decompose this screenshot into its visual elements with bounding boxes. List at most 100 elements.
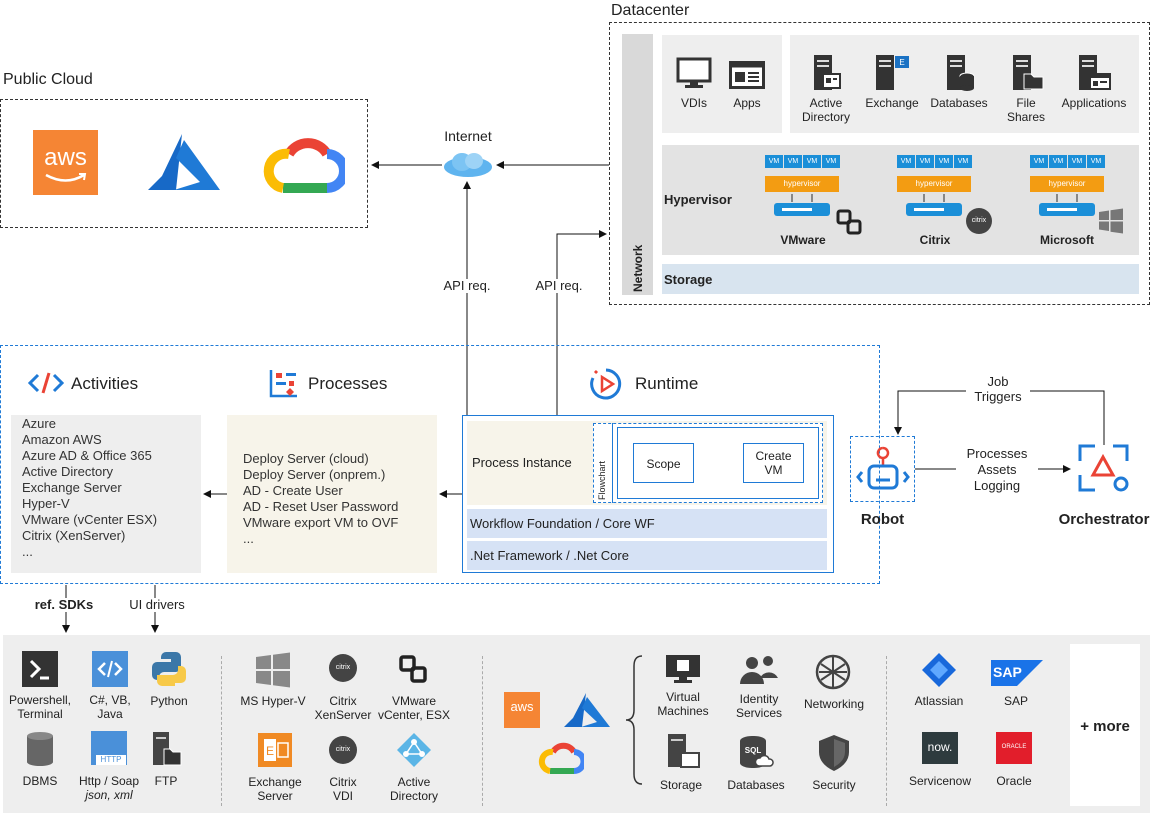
windows-logo-icon	[256, 652, 290, 688]
exchange-server-label: Exchange Server	[248, 775, 302, 803]
vm-chip: VM	[1068, 155, 1086, 168]
list-item: Citrix (XenServer)	[22, 528, 126, 543]
hypervisor-chip: hypervisor	[765, 176, 839, 192]
list-item: Amazon AWS	[22, 432, 102, 447]
servicenow-badge: now.	[927, 740, 953, 754]
vmware-logo-icon	[836, 209, 862, 235]
virtual-machine-icon	[666, 655, 700, 683]
datacenter-title: Datacenter	[611, 2, 690, 19]
vm-chip: VM	[765, 155, 783, 168]
code-brackets-icon	[28, 372, 64, 394]
windows-logo-icon	[1099, 208, 1123, 234]
more-panel	[1070, 644, 1140, 806]
play-circle-icon	[590, 368, 622, 400]
aws-smile-icon	[45, 173, 87, 182]
list-item: Active Directory	[22, 464, 114, 479]
atlassian-label: Atlassian	[914, 694, 964, 708]
aws-logo-icon	[504, 692, 540, 728]
list-item: ...	[243, 531, 254, 546]
ui-drivers-label: UI drivers	[122, 598, 192, 612]
monitor-icon	[676, 57, 712, 88]
http-label: Http / Soap	[78, 774, 140, 788]
process-flow-icon	[269, 370, 297, 398]
processes-panel	[227, 415, 437, 573]
vm-chip: VM	[935, 155, 953, 168]
robot-label: Robot	[860, 511, 905, 528]
vm-chip: VM	[803, 155, 821, 168]
app-window-icon	[729, 61, 765, 89]
microsoft-label: Microsoft	[1040, 233, 1094, 247]
azure-logo-icon	[564, 693, 610, 727]
servicenow-label: Servicenow	[908, 774, 972, 788]
list-item: AD - Reset User Password	[243, 499, 399, 514]
active-directory-label: Active Directory	[801, 96, 850, 124]
datacenter-box	[609, 22, 1150, 305]
powershell-icon	[22, 651, 58, 687]
file-share-server-icon	[1013, 55, 1044, 90]
http-badge: HTTP	[96, 755, 126, 765]
cloud-outline-icon	[754, 754, 774, 767]
hypervisor-chip: hypervisor	[1030, 176, 1104, 192]
exchange-label: Exchange	[865, 96, 919, 110]
databases-tech-label: Databases	[727, 778, 785, 792]
api-req-label-1: API req.	[435, 279, 499, 293]
separator	[482, 656, 483, 806]
azure-logo-icon	[148, 134, 220, 190]
vm-chip: VM	[916, 155, 934, 168]
activities-panel	[11, 415, 201, 573]
sap-badge: SAP	[993, 664, 1022, 680]
sql-badge: SQL	[744, 746, 762, 755]
vm-chip: VM	[897, 155, 915, 168]
apps-label: Apps	[733, 96, 761, 110]
net-framework-band	[467, 541, 827, 570]
vm-chip: VM	[954, 155, 972, 168]
public-cloud-title: Public Cloud	[3, 71, 93, 88]
oracle-logo-icon	[996, 732, 1032, 764]
virtual-machines-label: Virtual Machines	[657, 690, 709, 718]
public-cloud-box	[0, 99, 368, 228]
active-directory-tech-label: Active Directory	[389, 775, 438, 803]
flowchart-label: Flowchart	[597, 460, 607, 500]
storage-band	[662, 264, 1139, 294]
citrix-xenserver-label: Citrix XenServer	[314, 694, 372, 722]
networking-icon	[815, 654, 851, 690]
list-item: Exchange Server	[22, 480, 122, 495]
list-item: Azure AD & Office 365	[22, 448, 152, 463]
databases-label: Databases	[930, 96, 988, 110]
google-cloud-logo-icon	[263, 138, 345, 193]
exchange-server-icon: E	[876, 55, 909, 90]
identity-services-icon	[740, 656, 778, 684]
brace-icon	[625, 655, 643, 785]
sap-logo-icon	[991, 660, 1043, 686]
oracle-badge: ORACLE	[1001, 744, 1027, 750]
citrix-logo-icon: citrix	[329, 736, 357, 764]
aws-logo-text: aws	[44, 144, 87, 171]
net-framework-label: .Net Framework / .Net Core	[470, 548, 629, 563]
svg-text:E: E	[899, 58, 904, 67]
python-icon	[152, 652, 186, 686]
orchestrator-icon	[1078, 444, 1129, 492]
activities-title: Activities	[71, 374, 139, 393]
identity-services-label: Identity Services	[735, 692, 782, 720]
python-label: Python	[150, 694, 188, 708]
file-shares-label: File Shares	[1006, 96, 1046, 124]
list-item: Deploy Server (onprem.)	[243, 467, 386, 482]
workflow-foundation-band	[467, 509, 827, 538]
csharp-label: C#, VB, Java	[89, 693, 131, 721]
list-item: Azure	[22, 416, 56, 431]
list-item: VMware export VM to OVF	[243, 515, 399, 530]
security-shield-icon	[819, 735, 849, 771]
security-label: Security	[812, 778, 856, 792]
atlassian-icon	[922, 653, 956, 687]
database-server-icon	[947, 55, 975, 91]
process-instance-label: Process Instance	[472, 455, 572, 470]
citrix-logo-icon: citrix	[966, 208, 992, 234]
host-server-icon	[906, 194, 962, 216]
oracle-label: Oracle	[996, 774, 1032, 788]
active-directory-icon	[397, 733, 431, 767]
list-item: Hyper-V	[22, 496, 70, 511]
separator	[886, 656, 887, 806]
hypervisor-chip: hypervisor	[897, 176, 971, 192]
vm-chip: VM	[784, 155, 802, 168]
more-label: + more	[1080, 718, 1130, 735]
